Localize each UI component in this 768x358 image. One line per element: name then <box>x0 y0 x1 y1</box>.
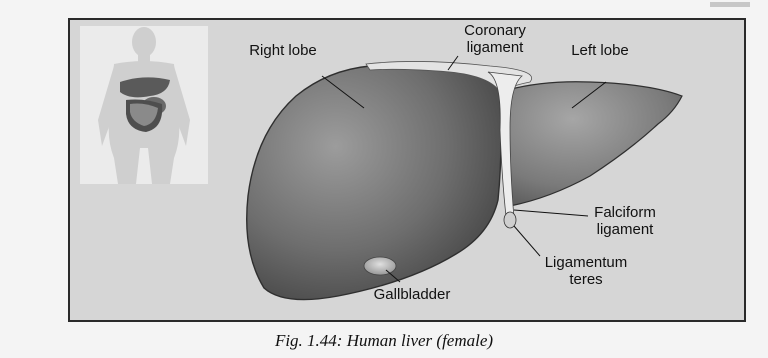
label-gallbladder: Gallbladder <box>352 286 472 303</box>
label-right-lobe: Right lobe <box>246 42 320 59</box>
body-inset <box>80 26 208 184</box>
ligamentum-teres-shape <box>504 212 516 228</box>
gallbladder-shape <box>364 257 396 275</box>
label-coronary-ligament: Coronary ligament <box>440 22 550 56</box>
label-falciform-ligament: Falciform ligament <box>570 204 680 238</box>
corner-mark <box>710 2 750 7</box>
label-left-lobe: Left lobe <box>570 42 630 59</box>
left-lobe-shape <box>500 82 682 206</box>
label-ligamentum-teres: Ligamentum teres <box>530 254 642 288</box>
figure-caption: Fig. 1.44: Human liver (female) <box>0 331 768 351</box>
liver-illustration <box>70 20 744 320</box>
figure-panel: Right lobe Coronary ligament Left lobe F… <box>68 18 746 322</box>
